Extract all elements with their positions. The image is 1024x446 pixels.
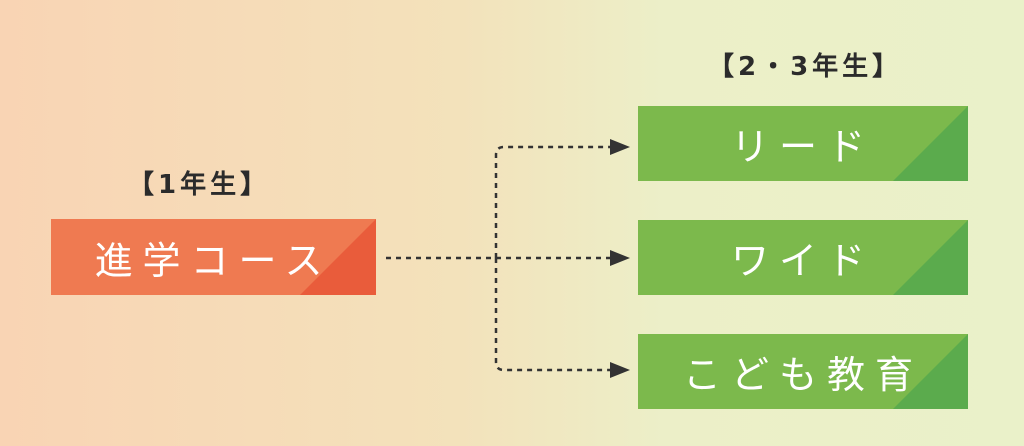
corner-triangle [893, 106, 968, 181]
first-year-label: 【1年生】 [128, 170, 271, 200]
corner-triangle [893, 334, 968, 409]
arrow-line-bottom [494, 258, 614, 372]
first-year-course-label: 進学コース [94, 238, 333, 283]
first-year-course-box: 進学コース [51, 219, 376, 295]
arrow-line-top [494, 145, 614, 258]
course-box-kodomo: こども教育 [638, 334, 968, 409]
course-box-lead: リード [638, 106, 968, 181]
arrowhead-top [610, 139, 630, 155]
corner-triangle [893, 220, 968, 295]
arrowhead-middle [610, 250, 630, 266]
arrowhead-bottom [610, 362, 630, 378]
course-label-wide: ワイド [730, 239, 875, 283]
corner-triangle [300, 219, 376, 295]
course-label-kodomo: こども教育 [682, 353, 923, 397]
upper-years-label: 【2・3年生】 [708, 52, 903, 82]
course-box-wide: ワイド [638, 220, 968, 295]
course-label-lead: リード [730, 125, 875, 169]
